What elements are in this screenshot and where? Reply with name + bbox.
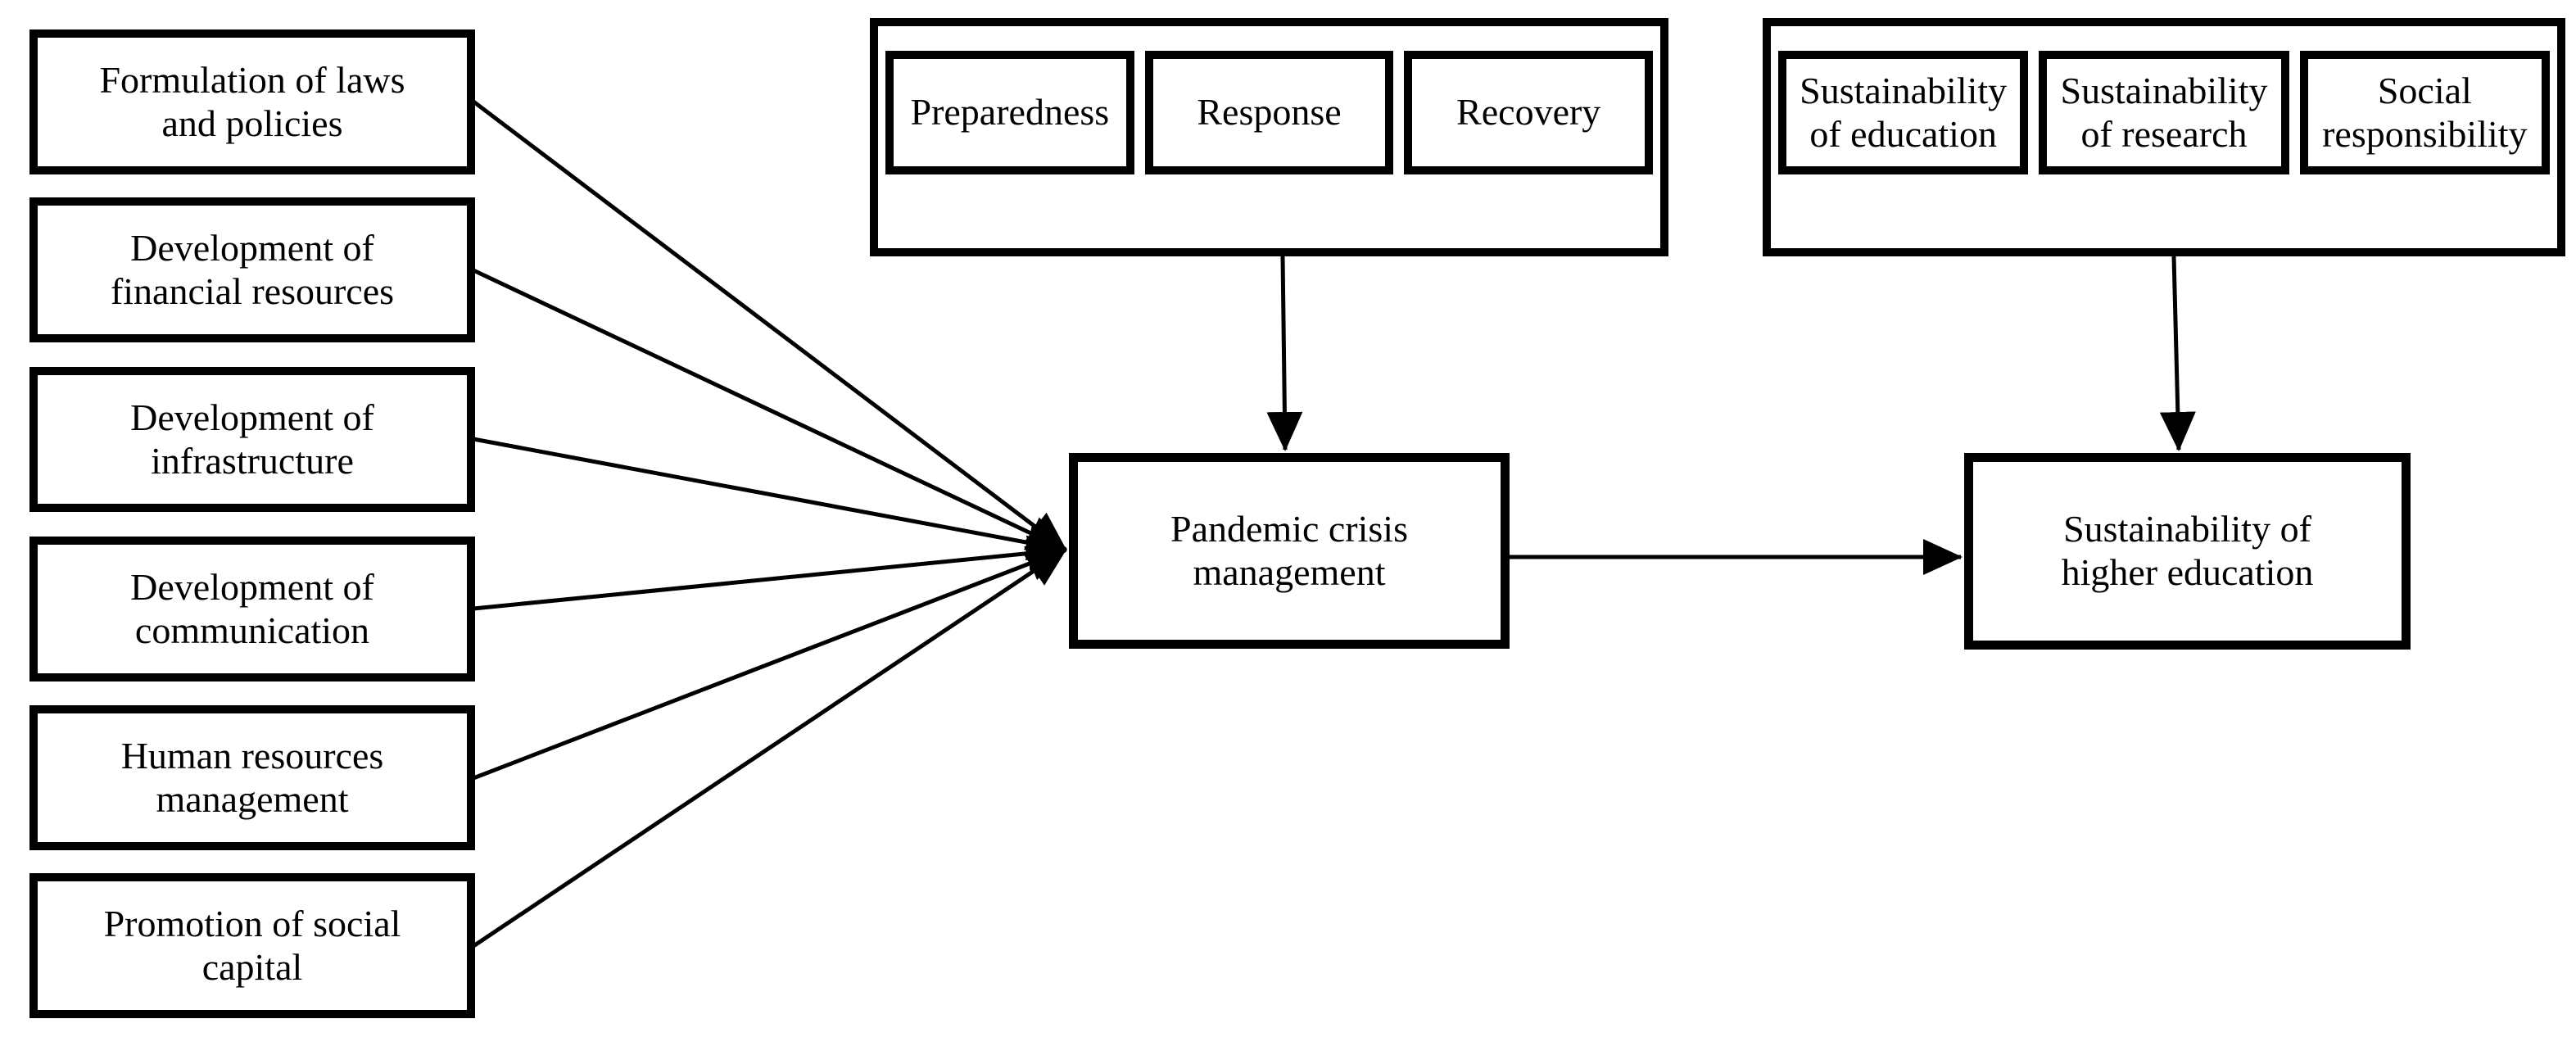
arrow-phases-to-crisis-icon bbox=[1266, 256, 1303, 451]
dimension-label: Sustainability of research bbox=[2060, 69, 2268, 155]
dimension-box-responsibility: Social responsibility bbox=[2299, 51, 2550, 174]
factor-label: Development of financial resources bbox=[110, 226, 395, 312]
factor-label: Development of infrastructure bbox=[130, 396, 374, 482]
factor-box-social-capital: Promotion of social capital bbox=[29, 873, 475, 1018]
factor-label: Development of communication bbox=[130, 565, 374, 651]
dimension-box-research: Sustainability of research bbox=[2039, 51, 2289, 174]
dimension-label: Social responsibility bbox=[2322, 69, 2528, 155]
arrow-factor-1-to-crisis-icon bbox=[472, 100, 1067, 551]
central-node-label: Pandemic crisis management bbox=[1170, 507, 1408, 593]
sustainability-higher-education-box: Sustainability of higher education bbox=[1964, 453, 2411, 650]
arrow-dimensions-to-outcome-icon bbox=[2159, 256, 2196, 451]
factor-label: Human resources management bbox=[120, 734, 384, 820]
phase-box-preparedness: Preparedness bbox=[885, 51, 1134, 174]
factor-box-financial-resources: Development of financial resources bbox=[29, 197, 475, 342]
phase-box-recovery: Recovery bbox=[1404, 51, 1654, 174]
outcome-node-label: Sustainability of higher education bbox=[2061, 508, 2314, 593]
phase-label: Response bbox=[1197, 91, 1342, 134]
arrow-factor-6-to-crisis-icon bbox=[472, 547, 1067, 949]
crisis-phases-group: Preparedness Response Recovery bbox=[870, 18, 1668, 256]
phase-box-response: Response bbox=[1144, 51, 1394, 174]
arrow-factor-2-to-crisis-icon bbox=[472, 268, 1067, 552]
factor-box-communication: Development of communication bbox=[29, 537, 475, 682]
phase-label: Preparedness bbox=[910, 91, 1110, 134]
arrow-factor-4-to-crisis-icon bbox=[473, 535, 1067, 611]
factor-label: Formulation of laws and policies bbox=[99, 58, 405, 144]
dimension-label: Sustainability of education bbox=[1800, 69, 2008, 155]
factor-label: Promotion of social capital bbox=[103, 902, 401, 988]
factor-box-laws-policies: Formulation of laws and policies bbox=[29, 29, 475, 174]
arrow-factor-3-to-crisis-icon bbox=[473, 437, 1067, 561]
phase-label: Recovery bbox=[1456, 91, 1601, 134]
dimension-box-education: Sustainability of education bbox=[1778, 51, 2029, 174]
sustainability-dimensions-group: Sustainability of education Sustainabili… bbox=[1763, 18, 2565, 256]
factor-box-infrastructure: Development of infrastructure bbox=[29, 367, 475, 512]
factor-box-human-resources: Human resources management bbox=[29, 705, 475, 850]
pandemic-crisis-management-box: Pandemic crisis management bbox=[1069, 453, 1510, 649]
arrow-factor-5-to-crisis-icon bbox=[473, 546, 1067, 781]
